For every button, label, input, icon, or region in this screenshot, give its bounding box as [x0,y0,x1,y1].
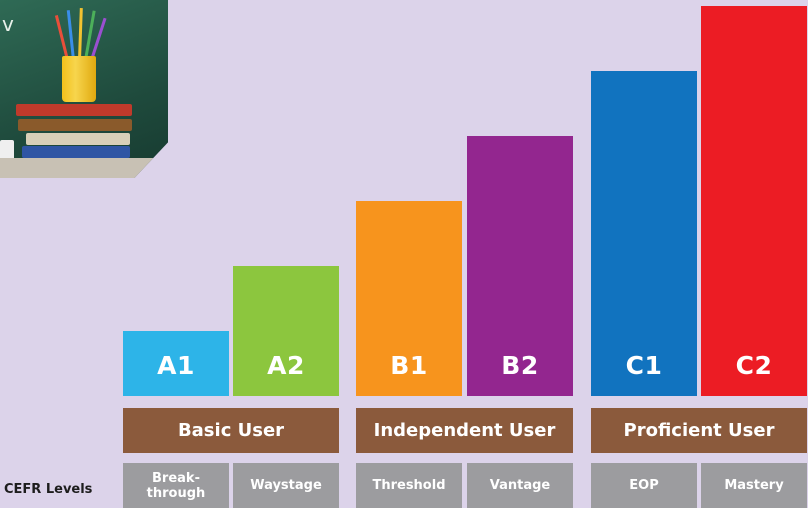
group-label-3: Proficient User [591,408,807,453]
sub-label-b2: Vantage [467,463,573,508]
chalk-mark-icon: v [2,12,14,36]
bar-label-c2: C2 [735,350,773,380]
sub-label-a2: Waystage [233,463,339,508]
book-icon [16,104,132,116]
book-icon [22,146,130,158]
bar-c2 [701,6,807,396]
group-label-2: Independent User [356,408,573,453]
bar-a1 [123,331,229,396]
book-icon [26,133,130,145]
bar-a2 [233,266,339,396]
book-icon [18,119,132,131]
pencil-cup-icon [62,56,96,102]
bar-label-a1: A1 [157,350,195,380]
sub-label-a1: Break- through [123,463,229,508]
bar-label-a2: A2 [267,350,305,380]
bar-c1 [591,71,697,396]
bar-b2 [467,136,573,396]
sub-label-b1: Threshold [356,463,462,508]
shelf-icon [0,158,168,178]
bar-label-b2: B2 [501,350,539,380]
classroom-photo: v [0,0,168,178]
sub-label-c1: EOP [591,463,697,508]
bar-label-b1: B1 [390,350,428,380]
bar-label-c1: C1 [625,350,663,380]
group-label-1: Basic User [123,408,339,453]
plant-pot-icon [0,140,14,160]
axis-label: CEFR Levels [4,481,93,497]
bar-b1 [356,201,462,396]
sub-label-c2: Mastery [701,463,807,508]
